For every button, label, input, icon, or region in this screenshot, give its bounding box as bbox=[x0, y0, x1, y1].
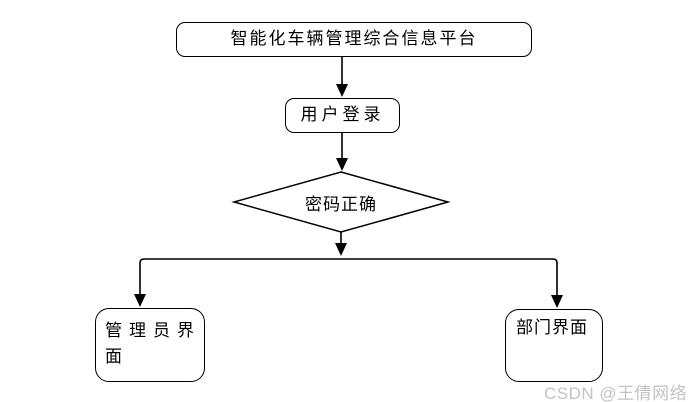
arrowhead-login bbox=[336, 84, 348, 97]
watermark: CSDN @王倩网络 bbox=[544, 384, 688, 402]
arrowhead-decision bbox=[336, 158, 348, 171]
node-admin-ui: 管理员界面 bbox=[95, 308, 205, 382]
arrowhead-dept bbox=[551, 295, 563, 308]
node-login: 用户登录 bbox=[285, 98, 400, 133]
arrowhead-admin bbox=[134, 294, 146, 307]
branch-connector bbox=[139, 258, 558, 295]
node-dept-ui-label: 部门界面 bbox=[516, 318, 588, 337]
node-platform-label: 智能化车辆管理综合信息平台 bbox=[230, 29, 478, 49]
node-login-label: 用户登录 bbox=[300, 105, 385, 125]
arrowhead-branch bbox=[335, 243, 347, 256]
node-dept-ui: 部门界面 bbox=[505, 309, 603, 382]
node-admin-ui-label: 管理员界面 bbox=[105, 321, 201, 366]
decision-shape bbox=[231, 171, 451, 233]
node-platform: 智能化车辆管理综合信息平台 bbox=[176, 22, 532, 57]
